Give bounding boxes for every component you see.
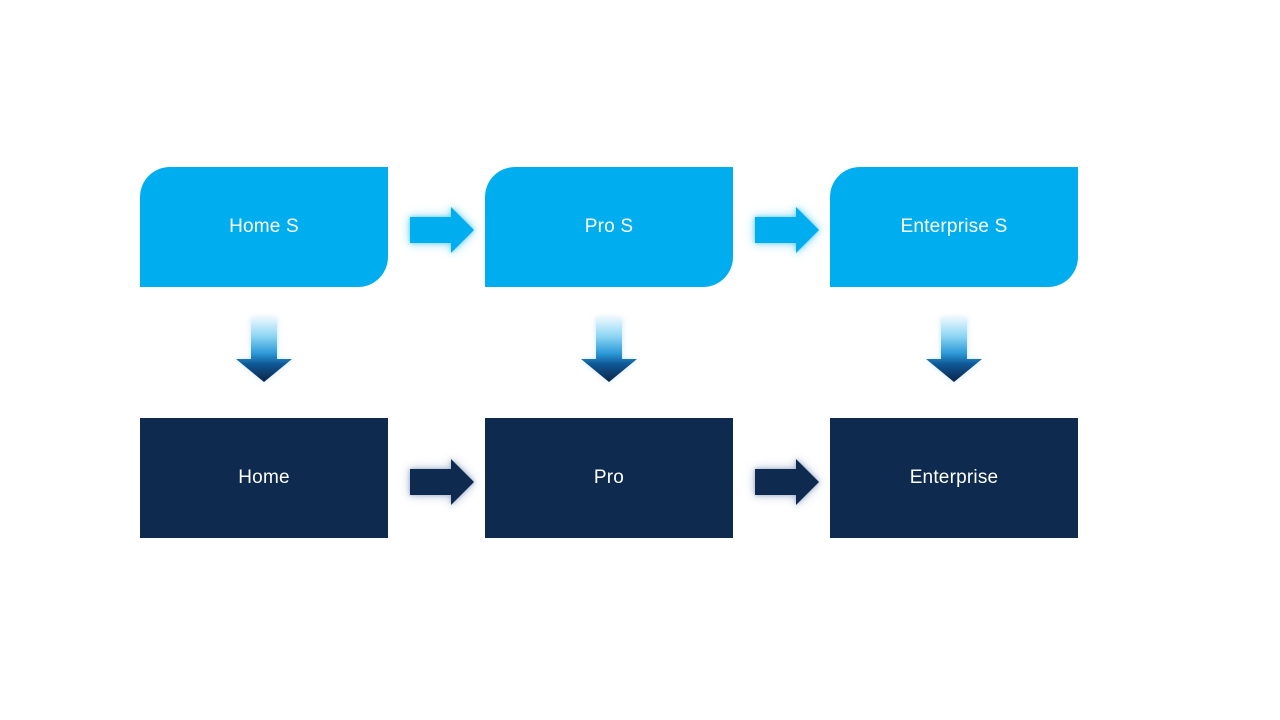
- right-arrow-icon: [755, 459, 819, 505]
- node-home-s-label: Home S: [229, 216, 299, 237]
- node-enterprise-label: Enterprise: [909, 467, 999, 488]
- down-arrow-icon: [581, 318, 637, 382]
- node-enterprise-s-label: Enterprise S: [900, 216, 1008, 237]
- down-arrow-icon: [926, 318, 982, 382]
- node-home: Home: [140, 418, 388, 538]
- node-pro: Pro: [485, 418, 733, 538]
- node-pro-label: Pro: [593, 467, 625, 488]
- node-enterprise-s: Enterprise S: [830, 167, 1078, 287]
- node-pro-s: Pro S: [485, 167, 733, 287]
- node-pro-s-label: Pro S: [584, 216, 634, 237]
- right-arrow-icon: [755, 207, 819, 253]
- down-arrow-icon: [236, 318, 292, 382]
- node-home-label: Home: [238, 467, 290, 488]
- node-home-s: Home S: [140, 167, 388, 287]
- node-enterprise: Enterprise: [830, 418, 1078, 538]
- right-arrow-icon: [410, 207, 474, 253]
- right-arrow-icon: [410, 459, 474, 505]
